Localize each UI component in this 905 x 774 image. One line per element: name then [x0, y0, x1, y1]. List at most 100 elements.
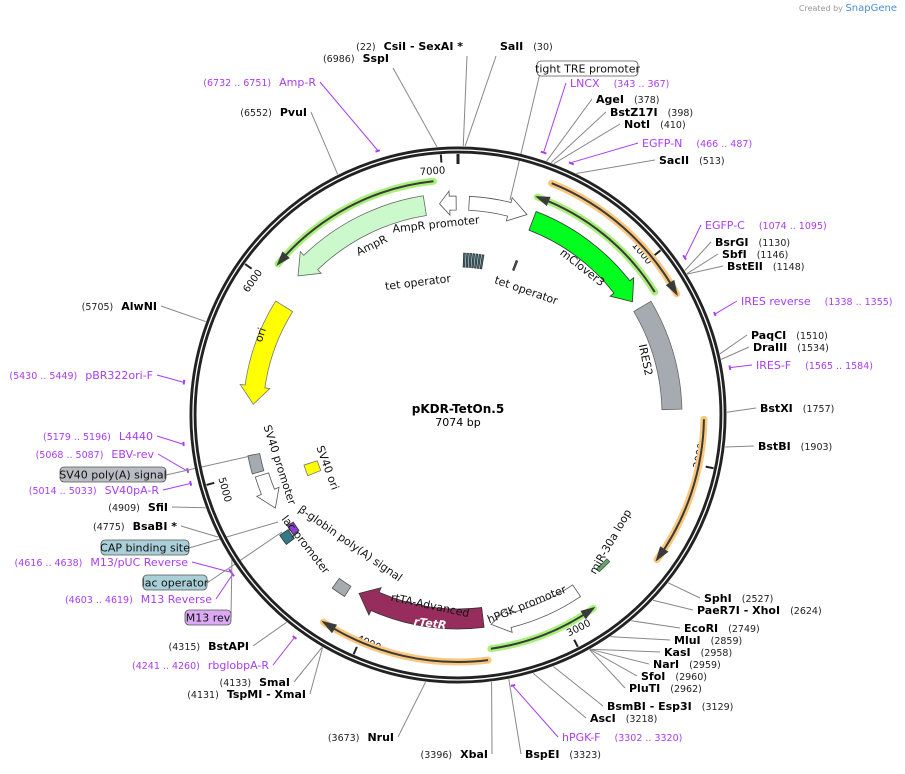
- primer-range: (1565 .. 1584): [805, 361, 873, 372]
- enzyme-position: (2624): [790, 606, 822, 617]
- callout-box: [100, 539, 190, 556]
- enzyme-leader-line: [726, 407, 757, 413]
- enzyme-leader-line: [590, 648, 661, 653]
- enzyme-position: (3396): [421, 750, 453, 761]
- sv40-ori-box: [303, 460, 322, 477]
- enzyme-name: KasI: [664, 646, 691, 659]
- enzyme-position: (410): [660, 120, 686, 131]
- enzyme-name: SphI: [704, 592, 732, 605]
- enzyme-position: (2749): [728, 624, 760, 635]
- primer-label: IRES-F(1565 .. 1584): [756, 359, 873, 372]
- primer-label: LNCX(343 .. 367): [570, 77, 669, 90]
- callout-box: [184, 609, 232, 626]
- ampr-arrow: [297, 195, 427, 277]
- feature-label: IRES2: [636, 343, 655, 377]
- enzyme-label: (6552)PvuI: [240, 106, 307, 119]
- enzyme-leader-line: [719, 334, 748, 355]
- enzyme-name: BstEII: [727, 260, 763, 273]
- primer-range: (4616 .. 4638): [15, 558, 83, 569]
- enzyme-name: XbaI: [460, 748, 488, 761]
- primer-mark: [189, 480, 193, 486]
- enzyme-leader-line: [462, 55, 468, 147]
- ring-tick: [206, 481, 215, 486]
- enzyme-position: (3673): [328, 733, 360, 744]
- primer-mark: [728, 365, 732, 371]
- enzyme-leader-line: [684, 241, 712, 271]
- enzyme-leader-line: [310, 111, 339, 175]
- enzyme-position: (4131): [187, 690, 219, 701]
- primer-label: (4616 .. 4638) M13/pUC Reverse: [15, 556, 189, 569]
- primer-name: SV40pA-R: [105, 484, 160, 497]
- enzyme-position: (3323): [569, 750, 601, 761]
- enzyme-name: SbfI: [722, 248, 747, 261]
- enzyme-leader-line: [293, 646, 323, 683]
- enzyme-leader-line: [397, 681, 427, 738]
- ring-tick-label: 5000: [215, 476, 232, 503]
- primer-label: IRES reverse(1338 .. 1355): [741, 295, 893, 308]
- enzyme-label: NarI(2959): [653, 658, 721, 671]
- ring-tick: [439, 154, 443, 163]
- primer-name: M13/pUC Reverse: [90, 556, 188, 569]
- enzyme-leader-line: [589, 648, 650, 665]
- enzyme-position: (513): [699, 156, 725, 167]
- mclover3-arrow: [528, 210, 635, 303]
- callout-box: [59, 466, 167, 483]
- hpgk-promoter-arrow: [490, 584, 582, 633]
- enzyme-label: MluI(2859): [674, 634, 742, 647]
- orange-line-2: [656, 419, 705, 561]
- enzyme-leader-line: [550, 111, 607, 164]
- enzyme-name: SfoI: [641, 670, 665, 683]
- enzyme-name: AgeI: [596, 93, 624, 106]
- primer-name: pBR322ori-F: [85, 369, 153, 382]
- enzyme-name: NotI: [624, 118, 650, 131]
- enzyme-position: (378): [634, 95, 660, 106]
- enzyme-label: (4909)SfiI: [108, 501, 168, 514]
- enzyme-name: BstAPI: [208, 640, 249, 653]
- enzyme-position: (2527): [742, 594, 774, 605]
- primer-range: (4603 .. 4619): [65, 595, 133, 606]
- callout-label: CAP binding site: [100, 542, 190, 555]
- enzyme-label: BstEII(1148): [727, 260, 804, 273]
- feature-label: tet operator: [384, 272, 452, 293]
- primer-label: (6732 .. 6751)Amp-R: [203, 76, 316, 89]
- tet-operator-block: [476, 253, 482, 269]
- callout-leader-line: [509, 68, 542, 201]
- primer-name: IRES reverse: [741, 295, 811, 308]
- tet-operator-block: [474, 253, 479, 269]
- primer-leader-line: [272, 637, 295, 666]
- enzyme-leader-line: [589, 649, 638, 677]
- enzyme-position: (6552): [240, 108, 272, 119]
- bglobin-polya-box: [331, 577, 352, 598]
- primer-leader-line: [191, 561, 230, 573]
- primer-mark: [292, 635, 298, 640]
- enzyme-label: PluTI(2962): [629, 682, 702, 695]
- cap-site-box: [286, 521, 300, 536]
- enzyme-name: PaqCI: [751, 329, 786, 342]
- ring-gap: [192, 149, 724, 681]
- orange-line-3-arrowhead: [321, 620, 337, 634]
- enzyme-label: BstZ17I(398): [610, 106, 693, 119]
- primer-leader-line: [715, 300, 738, 315]
- enzyme-label: PaqCI(1510): [751, 329, 828, 342]
- enzyme-name: BstBI: [758, 440, 791, 453]
- primer-name: LNCX: [570, 77, 600, 90]
- primer-label: EGFP-N(466 .. 487): [642, 137, 752, 150]
- primer-label: (5179 .. 5196)L4440: [43, 430, 153, 443]
- enzyme-label: BstBI(1903): [758, 440, 832, 453]
- enzyme-name: SfiI: [148, 501, 168, 514]
- primer-mark: [540, 150, 547, 155]
- primer-mark: [510, 684, 516, 687]
- feature-label: rTetR: [413, 615, 447, 632]
- callout-leader-line: [230, 554, 233, 619]
- mclover-line-arrowhead: [535, 196, 551, 207]
- primer-name: EBV-rev: [111, 448, 154, 461]
- enzyme-label: (3396) XbaI: [421, 748, 488, 761]
- tet-operator-mark: [512, 260, 519, 272]
- primer-mark: [182, 379, 186, 385]
- features: [239, 177, 708, 666]
- tet-operator-block: [471, 253, 476, 269]
- enzyme-label: (22)CsiI - SexAI *: [356, 40, 463, 53]
- primer-name: Amp-R: [279, 76, 316, 89]
- enzyme-leader-line: [720, 346, 750, 360]
- enzyme-position: (6986): [323, 54, 355, 65]
